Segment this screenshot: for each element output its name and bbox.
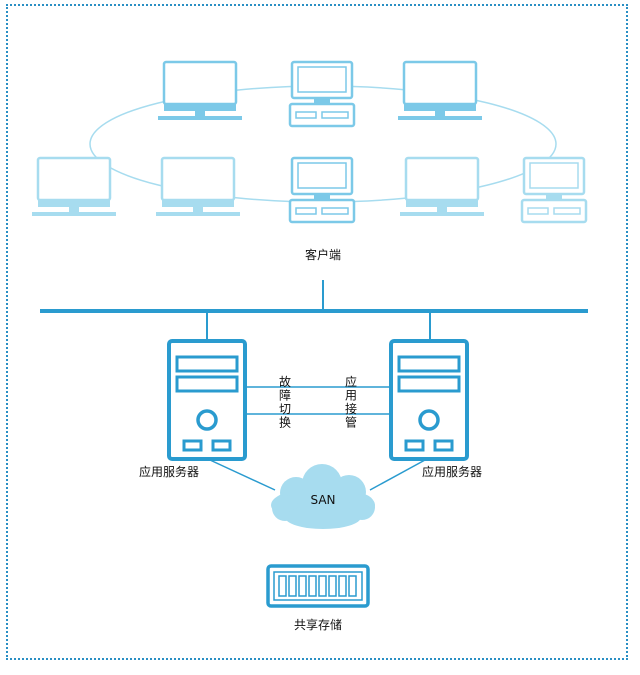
monitor-icon: [156, 156, 240, 216]
client-computer: [158, 60, 242, 120]
client-computer: [32, 156, 116, 216]
storage-drive-slot: [328, 575, 337, 597]
storage-drive-slot: [298, 575, 307, 597]
app-server-left: [167, 339, 247, 461]
shared-storage: [266, 564, 370, 608]
san-label: SAN: [310, 493, 335, 507]
storage-label: 共享存储: [294, 617, 342, 632]
server-tower-icon: [167, 339, 247, 461]
diagram-frame: [6, 4, 628, 660]
app-server-left-label: 应用服务器: [139, 464, 199, 479]
desktop-computer-icon: [520, 156, 588, 224]
storage-drive-slot: [278, 575, 287, 597]
storage-drive-slot: [308, 575, 317, 597]
failover-label: 故障切换: [279, 374, 291, 430]
right-server-san-link: [369, 459, 426, 491]
client-computer: [400, 156, 484, 216]
desktop-computer-icon: [288, 60, 356, 128]
clients-label: 客户端: [305, 247, 341, 262]
client-computer: [398, 60, 482, 120]
clients-group: [32, 60, 588, 224]
client-computer: [520, 156, 588, 224]
cloud-icon: [271, 464, 375, 529]
client-computer: [288, 60, 356, 128]
san-cloud: SAN: [271, 464, 375, 529]
storage-drive-slot: [338, 575, 347, 597]
left-server-san-link: [209, 459, 276, 491]
client-computer: [288, 156, 356, 224]
monitor-icon: [398, 60, 482, 120]
storage-drive-slot: [348, 575, 357, 597]
monitor-icon: [400, 156, 484, 216]
storage-drive-slot: [288, 575, 297, 597]
app-server-right: [389, 339, 469, 461]
takeover-label: 应用接管: [345, 374, 357, 430]
desktop-computer-icon: [288, 156, 356, 224]
storage-drive-slot: [318, 575, 327, 597]
app-server-right-label: 应用服务器: [422, 464, 482, 479]
server-tower-icon: [389, 339, 469, 461]
storage-array-icon: [266, 564, 370, 608]
client-computer: [156, 156, 240, 216]
monitor-icon: [32, 156, 116, 216]
monitor-icon: [158, 60, 242, 120]
